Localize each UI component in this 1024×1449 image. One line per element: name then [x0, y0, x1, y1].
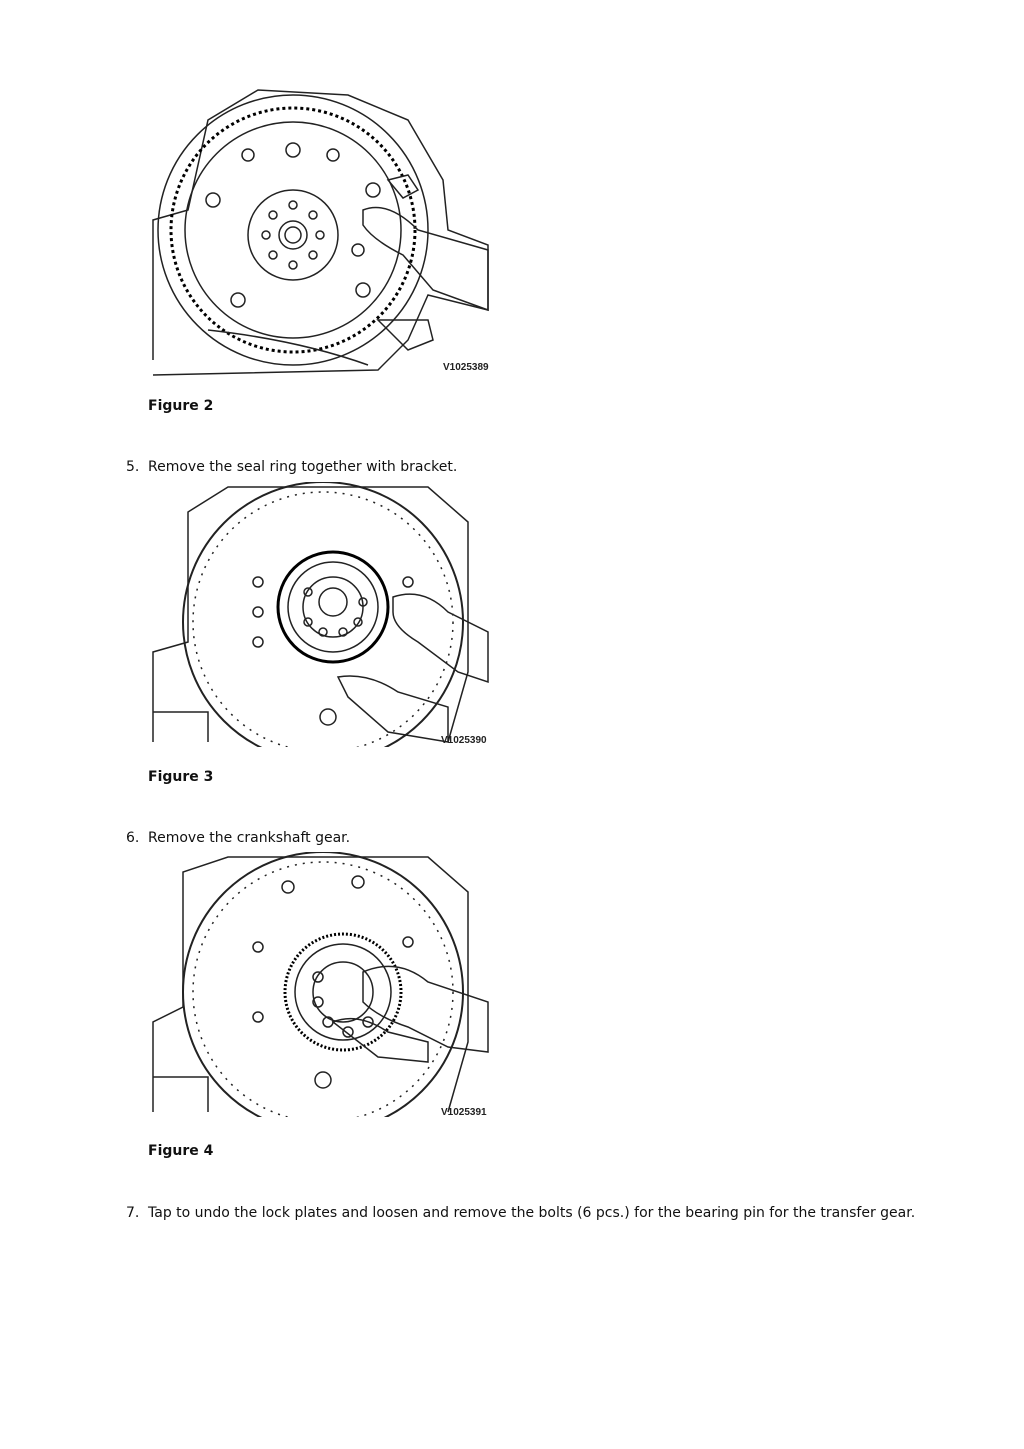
- step-item: 7. Tap to undo the lock plates and loosen…: [126, 1205, 915, 1221]
- step-number: 5.: [126, 459, 140, 475]
- figure-3-illustration: V1025390: [148, 482, 493, 752]
- figure-code: V1025391: [441, 1107, 487, 1118]
- figure-code: V1025390: [441, 735, 487, 746]
- crankshaft-gear-drawing: [152, 852, 489, 1117]
- figure-caption: Figure 3: [148, 769, 214, 785]
- step-item: 6. Remove the crankshaft gear.: [126, 830, 350, 846]
- figure-caption: Figure 4: [148, 1143, 214, 1159]
- flywheel-drawing: [152, 89, 489, 376]
- step-text: Remove the crankshaft gear.: [148, 830, 351, 846]
- figure-2-illustration: V1025389: [148, 80, 493, 380]
- figure-caption: Figure 2: [148, 398, 214, 414]
- step-item: 5. Remove the seal ring together with bra…: [126, 459, 457, 475]
- figure-code: V1025389: [443, 362, 489, 373]
- figure-4-illustration: V1025391: [148, 852, 493, 1127]
- step-number: 6.: [126, 830, 140, 846]
- step-number: 7.: [126, 1205, 140, 1221]
- step-text: Remove the seal ring together with brack…: [148, 459, 458, 475]
- step-text: Tap to undo the lock plates and loosen a…: [148, 1205, 916, 1221]
- seal-ring-drawing: [152, 482, 489, 747]
